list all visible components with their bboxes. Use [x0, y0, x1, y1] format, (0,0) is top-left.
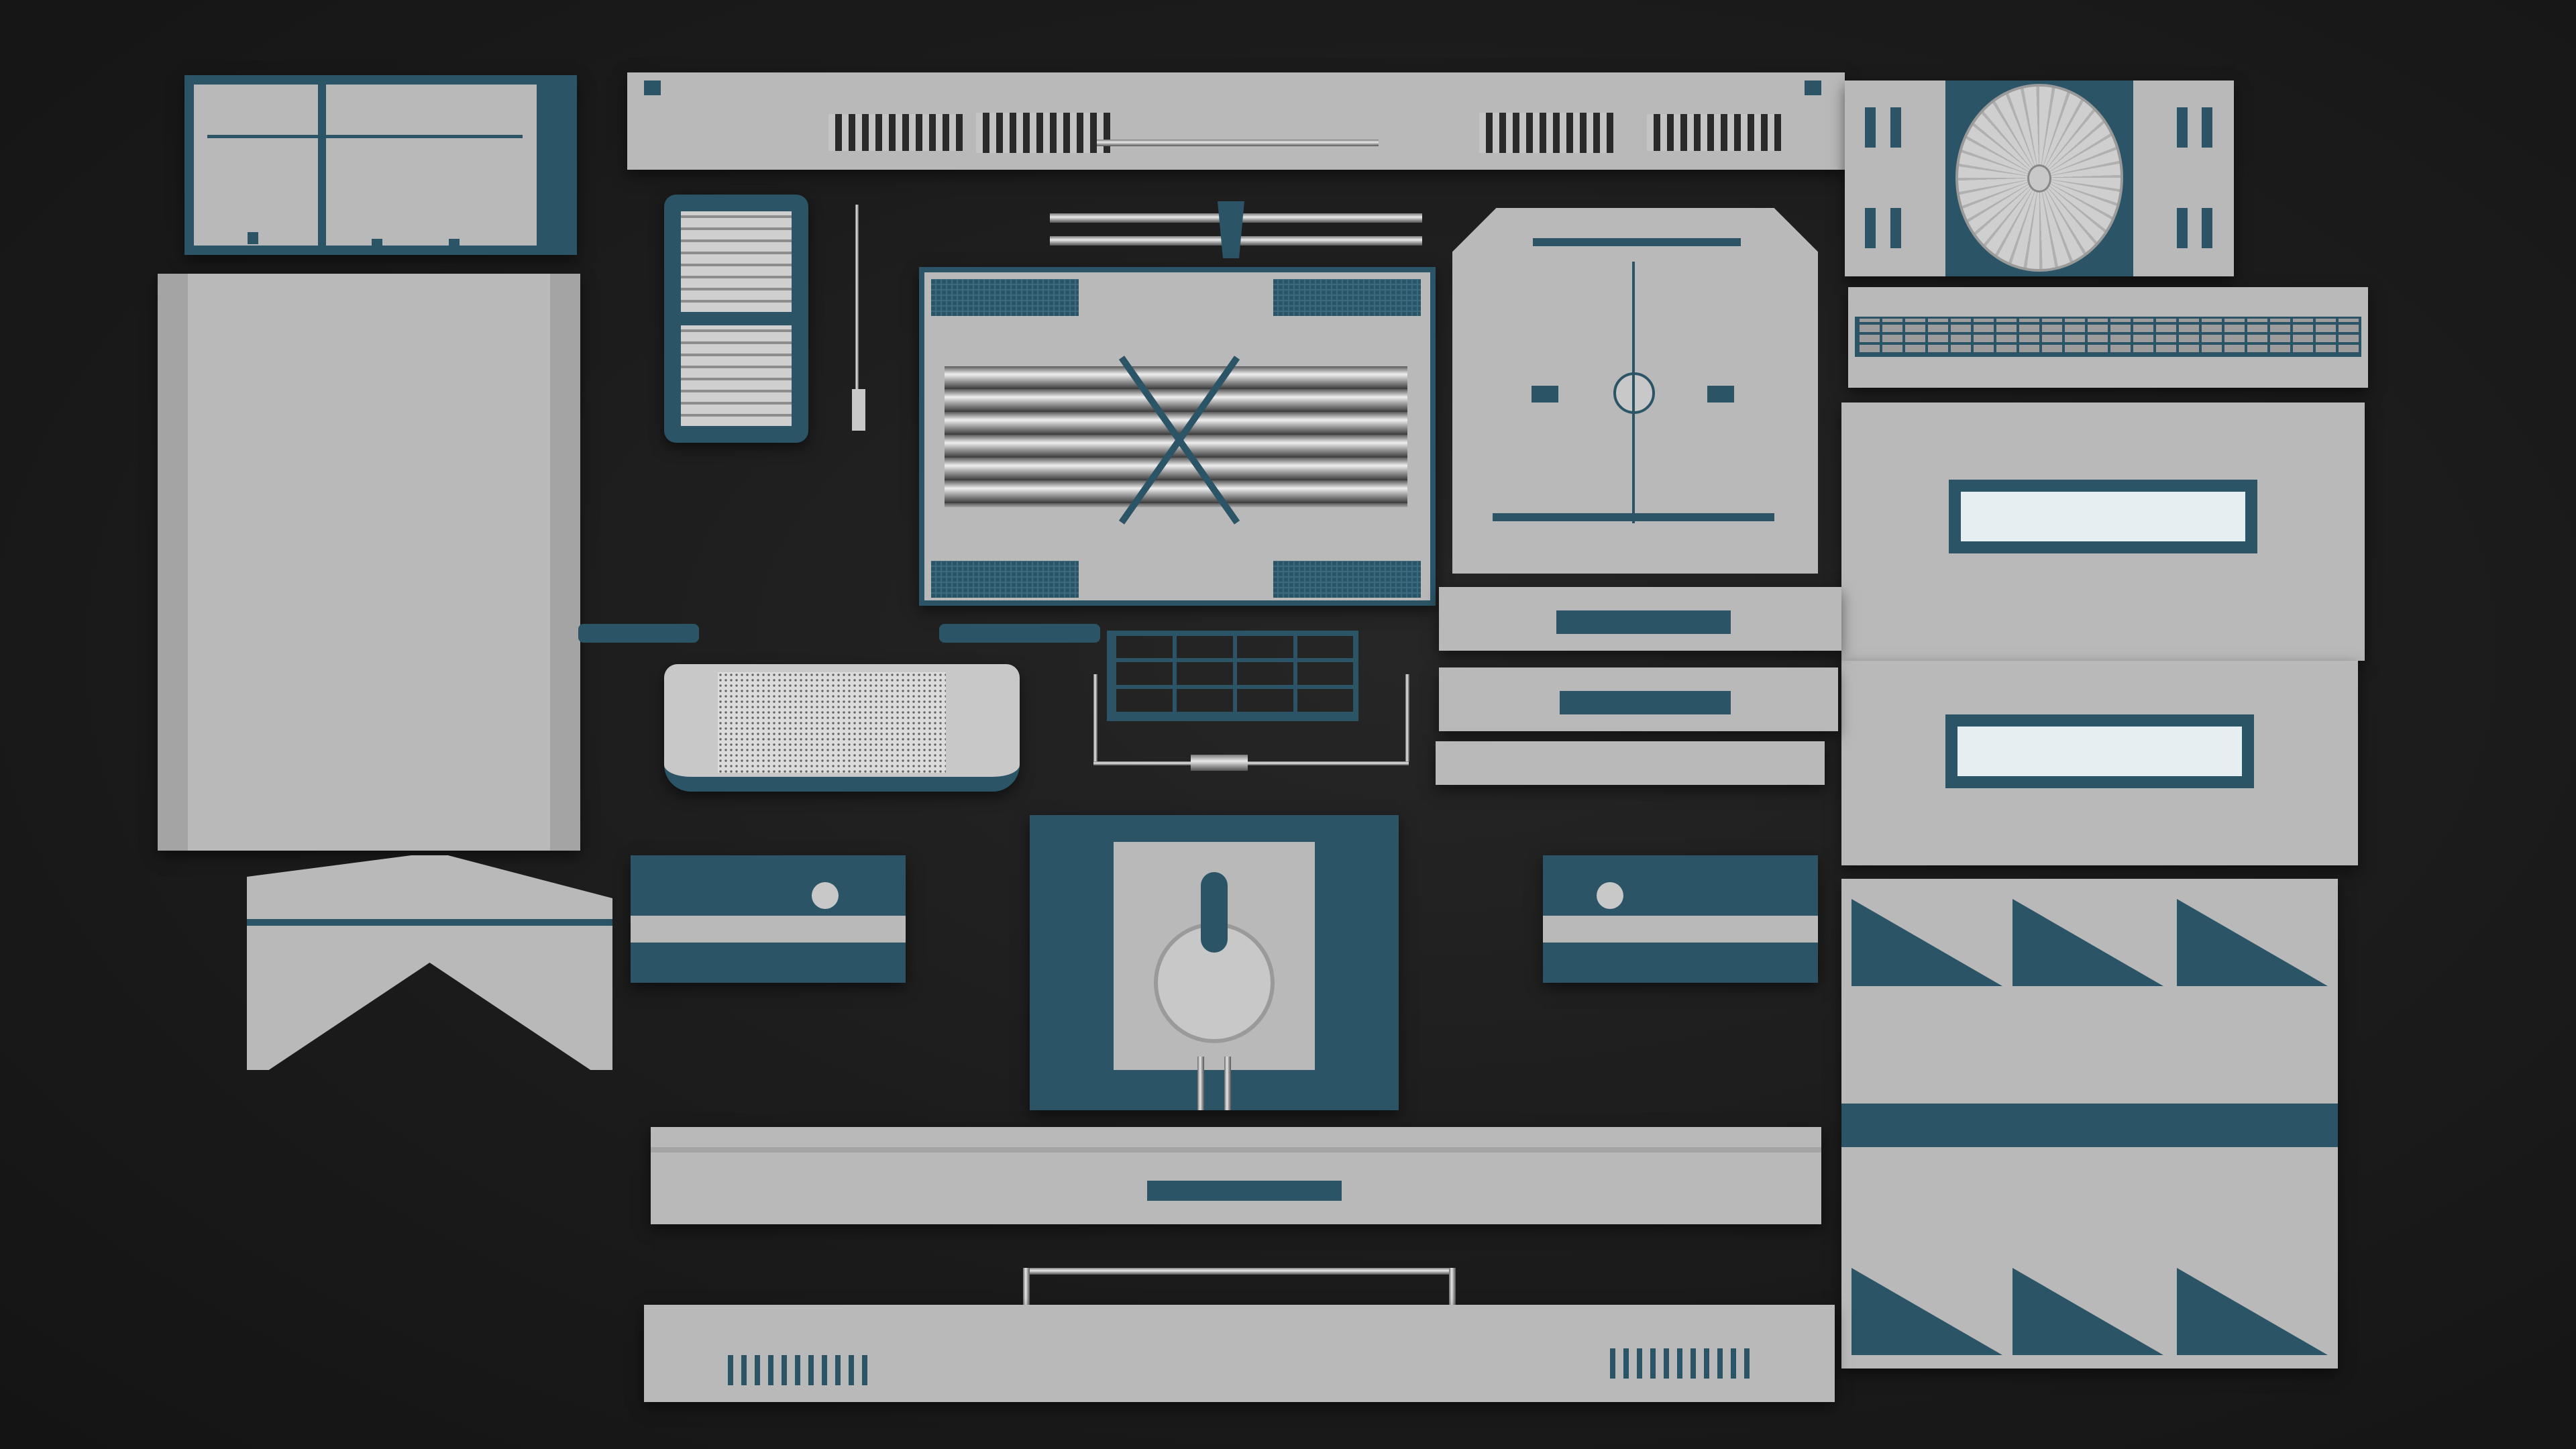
reactor-engine-assembly — [1030, 815, 1399, 1110]
window-wall-panel-lower — [1841, 661, 2358, 865]
rail-bracket — [1218, 201, 1244, 258]
trim-slot — [1560, 691, 1731, 714]
bottom-duct-beam — [651, 1127, 1821, 1224]
vent-grille — [1479, 113, 1613, 153]
window-slot — [1949, 480, 2257, 553]
octagonal-door-panel — [1452, 208, 1818, 574]
panel-mesh — [1273, 279, 1421, 316]
trim-stripe — [247, 919, 612, 926]
engine-side-band — [1543, 916, 1818, 943]
window-wall-panel-upper — [1841, 402, 2365, 661]
beam-mark — [1805, 80, 1821, 95]
window-slot — [1945, 714, 2254, 788]
vent-grille — [976, 113, 1110, 153]
turbine-fan-panel — [1845, 80, 2234, 276]
fan-slot — [2202, 208, 2212, 248]
cabinet-divider — [318, 85, 326, 246]
antenna-base — [852, 389, 865, 431]
beam-handle — [1097, 140, 1379, 146]
wave-grille — [1855, 317, 2361, 357]
engine-side-band — [631, 916, 906, 943]
cable-horizontal — [1093, 761, 1409, 765]
reactor-pipe — [1197, 1057, 1204, 1110]
angled-trim-bottom-left — [247, 855, 612, 1070]
cabinet-notch — [449, 239, 460, 247]
vent-grille — [828, 114, 963, 151]
x-brace-pipe-panel — [919, 267, 1436, 606]
cable-left-drop — [1093, 674, 1097, 761]
engine-side-cap — [1597, 882, 1623, 909]
cabinet-notch — [372, 239, 382, 247]
antenna-rod — [855, 205, 859, 392]
engine-side-left — [631, 855, 906, 983]
panel-mesh — [1273, 561, 1421, 598]
console-vent-slots-left — [728, 1355, 869, 1385]
handle-console-base — [644, 1305, 1835, 1402]
fan-slot — [1865, 208, 1876, 248]
hazard-tri — [2012, 899, 2163, 986]
cabinet-stripe — [207, 135, 523, 138]
duct-collar — [1147, 1181, 1342, 1201]
hazard-tri — [2177, 1268, 2328, 1355]
door-seam — [1632, 262, 1635, 523]
panel-side-right — [550, 274, 580, 851]
cage-grid — [1107, 631, 1358, 721]
slot-trim-strip — [1439, 667, 1838, 731]
console-handle-bar — [1026, 1268, 1456, 1275]
radiator-pipe-left — [578, 624, 699, 643]
radiator-mesh — [718, 672, 946, 773]
vent-grille — [1647, 114, 1781, 151]
hazard-tri — [1851, 1268, 2002, 1355]
cabinet-notch — [248, 232, 258, 244]
slot-trim-strip-thin — [1436, 741, 1825, 785]
reactor-slot — [1201, 872, 1228, 953]
duct-seam — [651, 1147, 1821, 1152]
fan-slot — [2177, 208, 2188, 248]
wave-grille-strip — [1848, 287, 2368, 388]
grille-upper — [681, 211, 792, 312]
console-vent-slots-right — [1610, 1348, 1751, 1379]
reactor-pipe — [1224, 1057, 1231, 1110]
fan-hub — [2027, 164, 2051, 193]
engine-side-right — [1543, 855, 1818, 983]
panel-mesh — [931, 561, 1079, 598]
panel-mesh — [931, 279, 1079, 316]
hazard-tri — [2012, 1268, 2163, 1355]
corner-cabinet-top-left — [184, 75, 577, 255]
grille-lower — [681, 325, 792, 426]
fan-slot — [2177, 107, 2188, 148]
hazard-tri — [2177, 899, 2328, 986]
fan-slot — [2202, 107, 2212, 148]
radiator-with-pipes — [664, 664, 1020, 792]
door-light-right — [1707, 386, 1734, 402]
beam-mark — [644, 80, 661, 95]
cable-right-drop — [1405, 674, 1409, 761]
cable-coupler — [1191, 755, 1248, 771]
engine-side-cap — [812, 882, 839, 909]
slot-trim-strip — [1439, 587, 1841, 651]
fan-slot — [1890, 107, 1901, 148]
top-vent-beam — [627, 72, 1845, 170]
vent-grille-module — [664, 195, 808, 443]
radiator-pipe-right — [939, 624, 1100, 643]
trim-slot — [1556, 610, 1731, 634]
door-frame-top — [1533, 238, 1741, 246]
hazard-band — [1841, 1104, 2338, 1147]
hazard-stripe-wall-panel — [1841, 879, 2338, 1368]
tall-wall-panel-left — [158, 274, 580, 851]
fan-slot — [1890, 208, 1901, 248]
hazard-tri — [1851, 899, 2002, 986]
fan-slot — [1865, 107, 1876, 148]
door-light-left — [1532, 386, 1558, 402]
panel-side-left — [158, 274, 188, 851]
